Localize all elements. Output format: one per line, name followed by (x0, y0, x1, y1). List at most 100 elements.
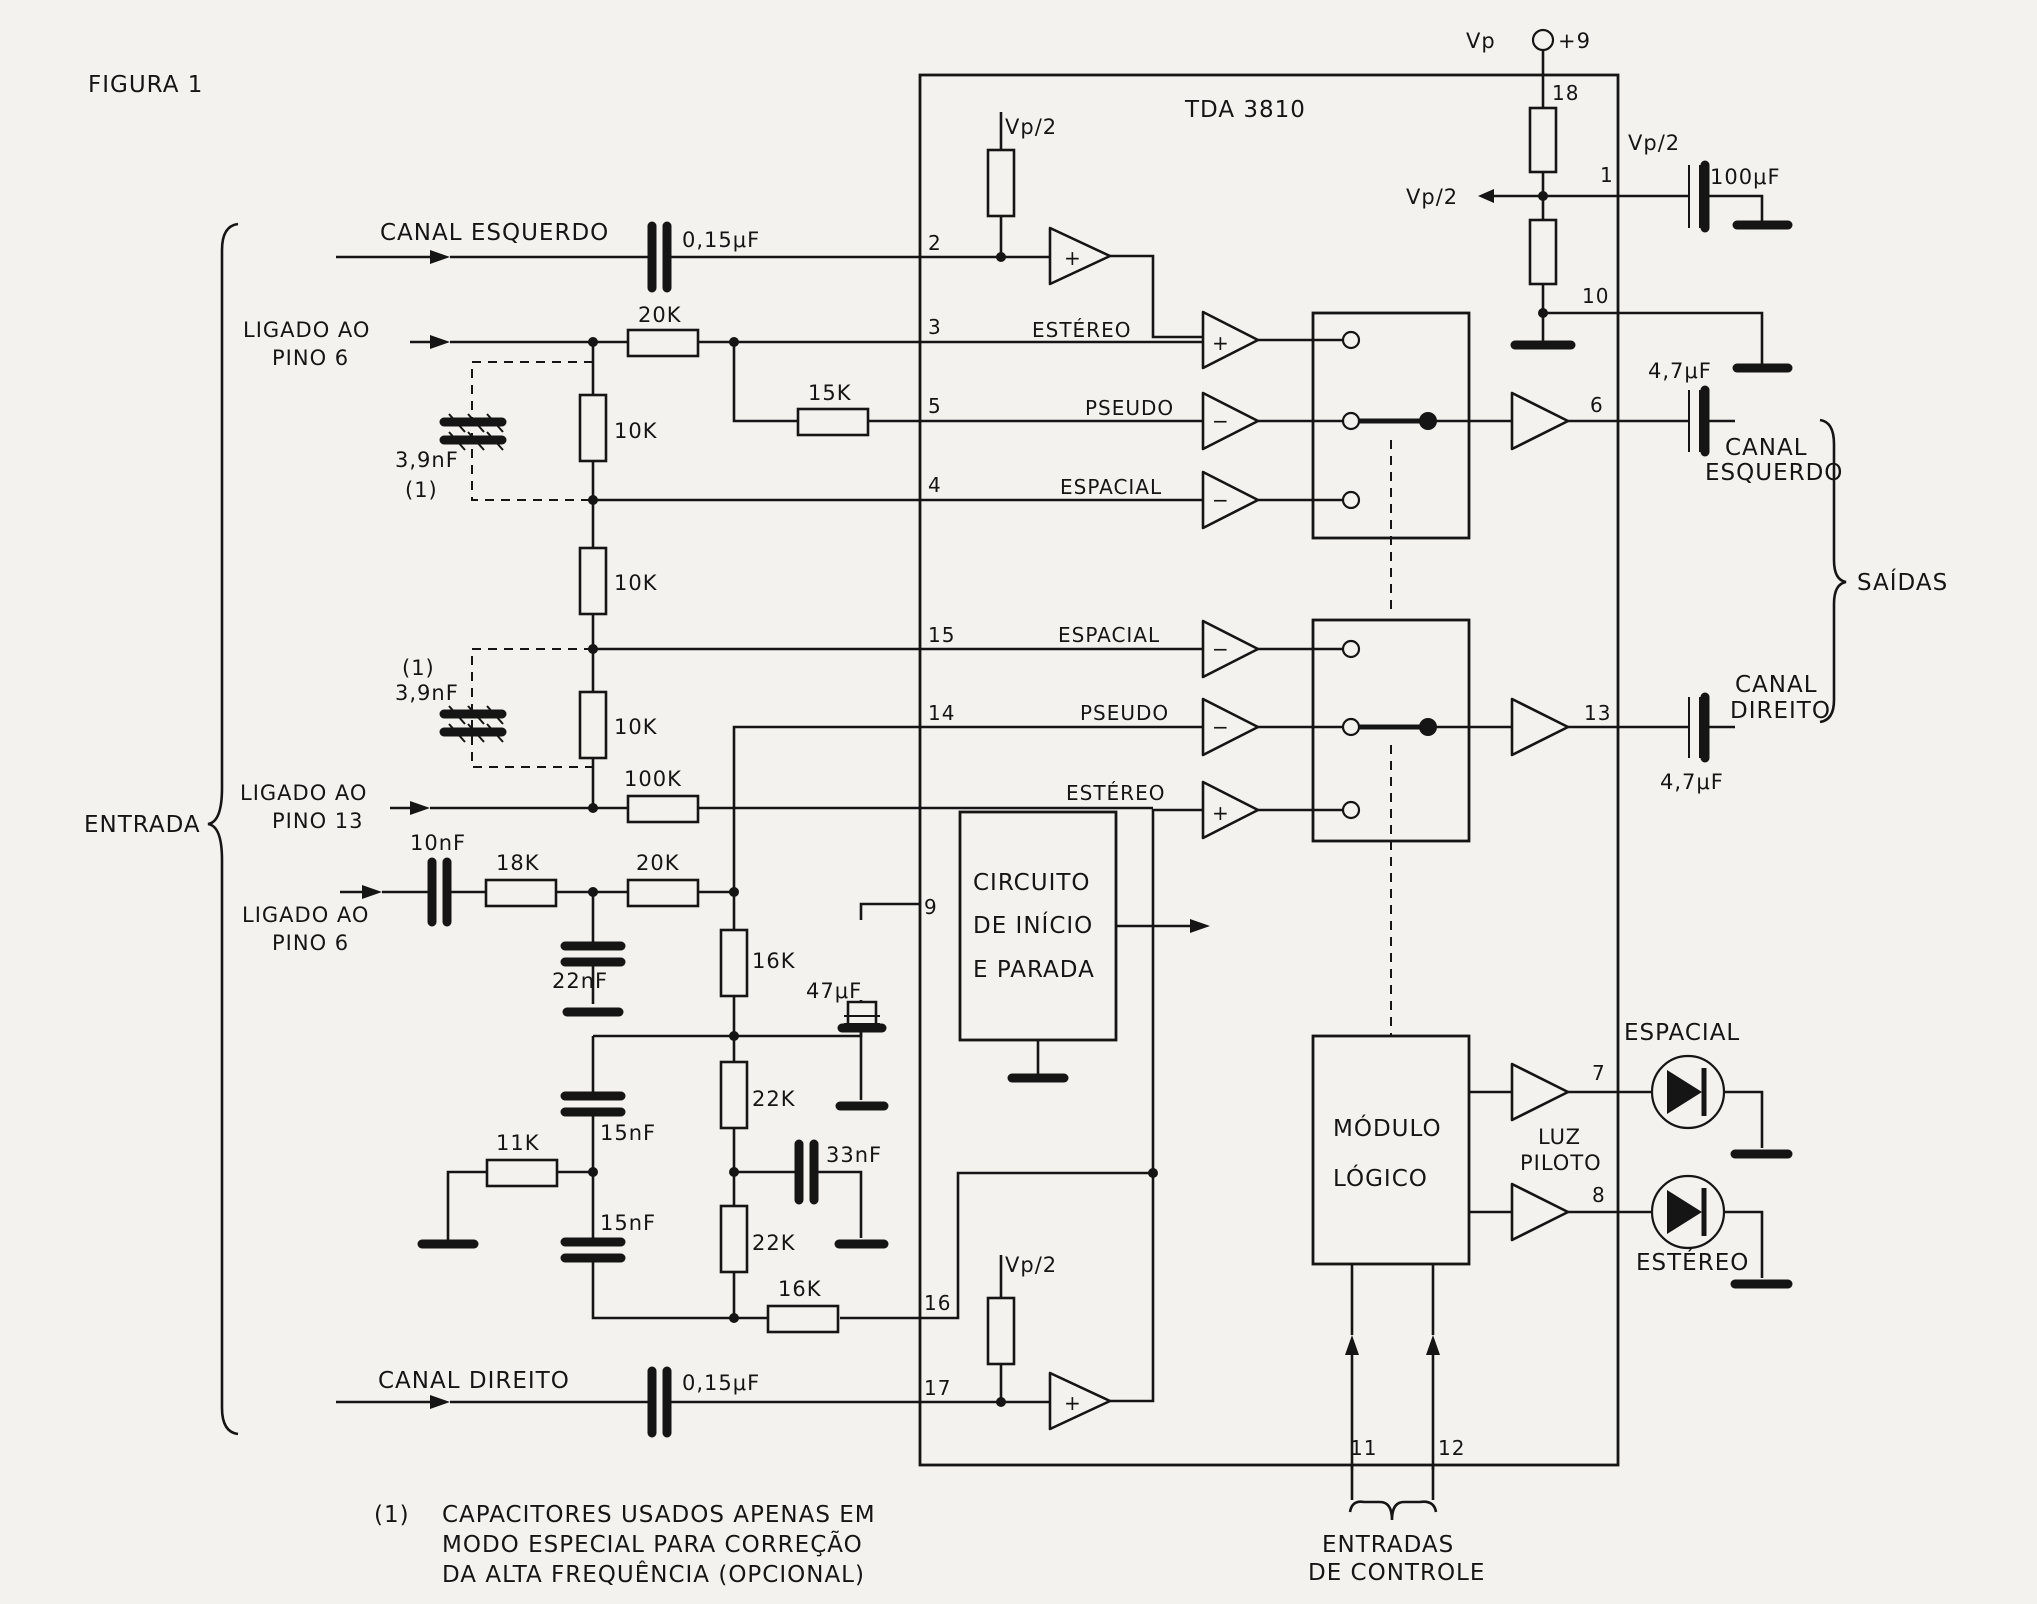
capacitor-10nf (427, 857, 452, 927)
capacitor-input-left (647, 221, 672, 293)
resistor-bias-bottom (986, 1296, 1016, 1366)
vp2-pin1-label: Vp/2 (1628, 131, 1680, 155)
out-canal-left: CANAL (1725, 435, 1808, 461)
pin-5-label: 5 (928, 394, 942, 418)
r-11k-label: 11K (496, 1131, 540, 1155)
supply-terminal: Vp +9 (1466, 28, 1590, 53)
out-direito: DIREITO (1730, 698, 1831, 724)
c-3n9-b-label: 3,9nF (395, 681, 459, 705)
pin-8-label: 8 (1592, 1183, 1606, 1207)
resistor-16k-v (719, 928, 749, 998)
vp2-bias-top-label: Vp/2 (1005, 115, 1057, 139)
amp-lower-espacial (1201, 619, 1260, 679)
vp2-internal-label: Vp/2 (1406, 185, 1458, 209)
footnote-mark: (1) (374, 1502, 410, 1528)
svg-text:+: + (1212, 801, 1230, 825)
ic-body (918, 73, 1620, 1467)
vp2-bias-bottom-label: Vp/2 (1005, 1253, 1057, 1277)
circuito-line3: E PARADA (973, 957, 1095, 983)
capacitor-15nf-a (560, 1091, 626, 1117)
pin-13-label: 13 (1584, 701, 1611, 725)
c-4u7-a-label: 4,7μF (1648, 359, 1712, 383)
c-15n-a-label: 15nF (600, 1121, 656, 1145)
pino-6-1: PINO 6 (272, 346, 349, 370)
entradas-line1: ENTRADAS (1322, 1532, 1454, 1558)
optional-cap-path-b (471, 648, 593, 768)
svg-text:+: + (1212, 331, 1230, 355)
c-15n-b-label: 15nF (600, 1211, 656, 1235)
capacitor-15nf-b (560, 1237, 626, 1263)
lower-espacial-label: ESPACIAL (1058, 623, 1160, 647)
entrada-brace (207, 222, 239, 1436)
r-100k-label: 100K (624, 767, 682, 791)
resistor-bias-top (986, 148, 1016, 218)
capacitor-4u7-left (1688, 390, 1701, 452)
r-16k-h-label: 16K (778, 1277, 822, 1301)
entradas-line2: DE CONTROLE (1308, 1560, 1485, 1586)
upper-pseudo-label: PSEUDO (1085, 396, 1174, 420)
ligado-ao-3: LIGADO AO (242, 903, 369, 927)
svg-text:−: − (1212, 715, 1230, 739)
r-10k-b-label: 10K (614, 571, 658, 595)
resistor-100k (626, 794, 700, 824)
pin-10-label: 10 (1582, 284, 1609, 308)
resistor-20k-top (626, 328, 700, 358)
opt-mark-b: (1) (402, 656, 435, 680)
capacitor-4u7-right (1688, 697, 1701, 758)
saidas-label: SAÍDAS (1857, 568, 1948, 596)
capacitor-100uf (1688, 165, 1701, 228)
capacitor-22nf (560, 941, 626, 967)
ic-name: TDA 3810 (1184, 97, 1306, 123)
resistor-16k-h (766, 1304, 840, 1334)
pin-16-label: 16 (924, 1291, 951, 1315)
circuito-line2: DE INÍCIO (973, 911, 1093, 939)
pino-6-2: PINO 6 (272, 931, 349, 955)
resistor-18k (484, 878, 558, 908)
svg-text:−: − (1212, 409, 1230, 433)
led-espacial-label: ESPACIAL (1624, 1020, 1740, 1046)
c-22n-label: 22nF (552, 969, 608, 993)
amp-upper-espacial (1201, 470, 1260, 530)
ligado-ao-1: LIGADO AO (243, 318, 370, 342)
piloto-label: PILOTO (1520, 1151, 1602, 1175)
pin-18-label: 18 (1552, 81, 1579, 105)
pin-12-label: 12 (1438, 1436, 1465, 1460)
amp-upper-pseudo (1201, 391, 1260, 451)
resistor-22k-a (719, 1060, 749, 1130)
pin-9-label: 9 (924, 895, 938, 919)
control-brace (1348, 1500, 1438, 1521)
ligado-ao-2: LIGADO AO (240, 781, 367, 805)
pin-15-label: 15 (928, 623, 955, 647)
r-20k-mid-label: 20K (636, 851, 680, 875)
svg-text:+: + (1064, 1391, 1082, 1415)
amp-upper-estereo (1201, 310, 1260, 370)
c-3n9-a-label: 3,9nF (395, 448, 459, 472)
capacitor-3n9-b (439, 705, 507, 743)
c-in-left-label: 0,15μF (682, 228, 760, 252)
c-33n-label: 33nF (826, 1143, 882, 1167)
resistor-10k-b (578, 546, 608, 616)
r-18k-label: 18K (496, 851, 540, 875)
svg-text:+: + (1064, 246, 1082, 270)
saidas-brace (1819, 418, 1847, 724)
amp-lower-estereo (1201, 780, 1260, 840)
c-100uf-label: 100μF (1710, 165, 1781, 189)
pin-3-label: 3 (928, 315, 942, 339)
pin-17-label: 17 (924, 1376, 951, 1400)
footnote-line3: DA ALTA FREQUÊNCIA (OPCIONAL) (442, 1560, 865, 1588)
lower-estereo-label: ESTÉREO (1066, 781, 1165, 805)
capacitor-3n9-a (439, 413, 507, 451)
canal-direito-input-label: CANAL DIREITO (378, 1368, 570, 1394)
upper-estereo-label: ESTÉREO (1032, 318, 1131, 342)
upper-espacial-label: ESPACIAL (1060, 475, 1162, 499)
amp-lower-pseudo (1201, 697, 1260, 757)
switch-lower (1311, 618, 1471, 843)
c-10n-label: 10nF (410, 831, 466, 855)
capacitor-33nf (794, 1139, 819, 1205)
canal-esquerdo-input-label: CANAL ESQUERDO (380, 220, 609, 246)
amp-out-left (1510, 391, 1570, 451)
amp-out-right (1510, 697, 1570, 757)
amp-led-espacial (1510, 1062, 1570, 1122)
r-15k-label: 15K (808, 381, 852, 405)
